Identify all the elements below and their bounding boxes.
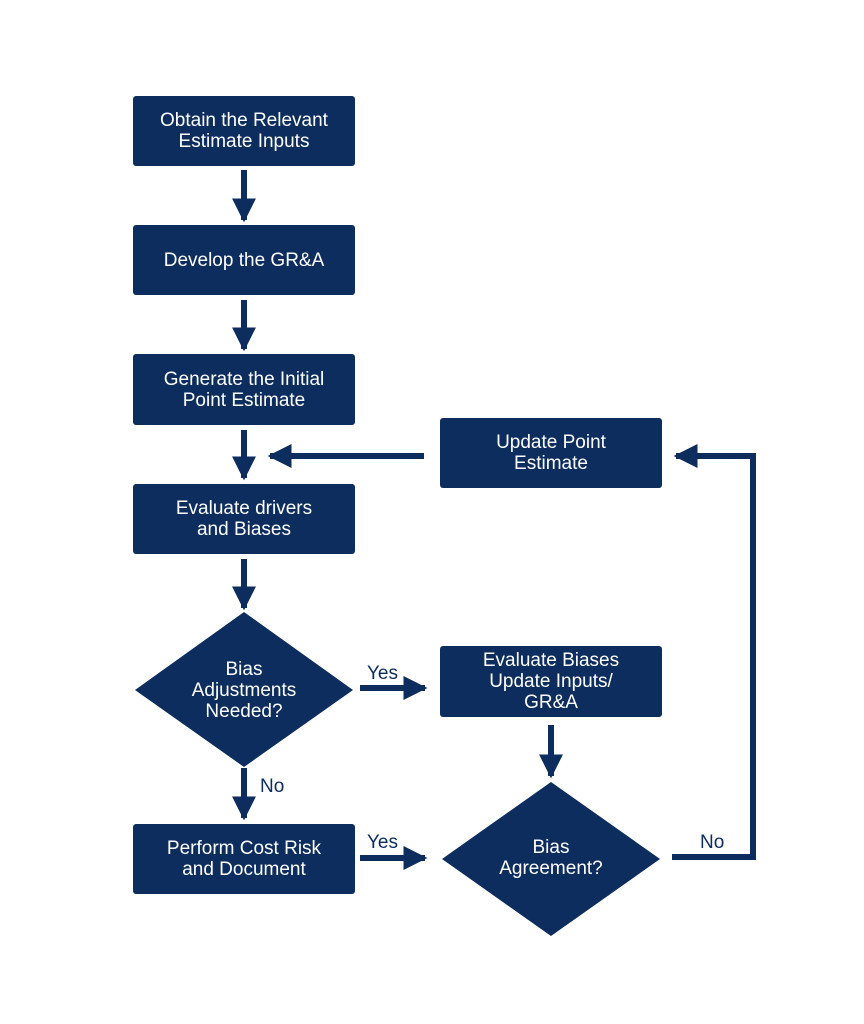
node-generate-estimate-line2: Point Estimate bbox=[182, 389, 306, 411]
label-agreement-yes: Yes bbox=[367, 832, 398, 853]
node-generate-estimate: Generate the Initial Point Estimate bbox=[133, 354, 355, 425]
node-bias-adjustments-text: Bias Adjustments Needed? bbox=[170, 640, 318, 740]
node-evaluate-biases-line3: GR&A bbox=[524, 692, 578, 713]
node-evaluate-drivers-line2: and Biases bbox=[196, 519, 291, 540]
node-update-point-line1: Update Point bbox=[496, 432, 606, 453]
node-evaluate-biases: Evaluate Biases Update Inputs/ GR&A bbox=[440, 646, 662, 717]
node-perform-cost-risk: Perform Cost Risk and Document bbox=[133, 824, 355, 894]
label-agreement-no: No bbox=[700, 832, 725, 853]
node-bias-agreement-line1: Bias bbox=[532, 837, 570, 858]
node-develop-gra-line1: Develop the GR&A bbox=[163, 249, 325, 271]
node-evaluate-biases-line1: Evaluate Biases bbox=[482, 650, 620, 671]
node-update-point-line2: Estimate bbox=[514, 453, 588, 474]
node-bias-agreement-line2: Agreement? bbox=[499, 858, 603, 879]
label-adjustments-yes: Yes bbox=[367, 663, 398, 684]
node-evaluate-drivers: Evaluate drivers and Biases bbox=[133, 484, 355, 554]
node-obtain-inputs: Obtain the Relevant Estimate Inputs bbox=[133, 96, 355, 166]
node-bias-agreement-text: Bias Agreement? bbox=[476, 818, 626, 898]
diamond-bias-adjustments bbox=[135, 612, 353, 767]
arrow-agreement-no-loop bbox=[672, 444, 756, 860]
node-generate-estimate-line1: Generate the Initial bbox=[163, 368, 325, 390]
node-obtain-inputs-line2: Estimate Inputs bbox=[178, 131, 310, 152]
node-bias-adjustments-line1: Bias bbox=[225, 658, 263, 680]
node-perform-cost-risk-line2: and Document bbox=[182, 859, 306, 880]
node-bias-adjustments-line2: Adjustments bbox=[191, 679, 297, 701]
diamond-bias-agreement bbox=[442, 782, 660, 936]
node-develop-gra: Develop the GR&A bbox=[133, 225, 355, 295]
node-perform-cost-risk-line1: Perform Cost Risk bbox=[166, 838, 322, 859]
label-adjustments-no: No bbox=[260, 776, 285, 797]
node-obtain-inputs-line1: Obtain the Relevant bbox=[160, 110, 328, 131]
node-bias-adjustments-line3: Needed? bbox=[205, 700, 283, 722]
node-update-point: Update Point Estimate bbox=[440, 418, 662, 488]
node-evaluate-biases-line2: Update Inputs/ bbox=[489, 671, 613, 692]
node-evaluate-drivers-line1: Evaluate drivers bbox=[175, 498, 313, 519]
